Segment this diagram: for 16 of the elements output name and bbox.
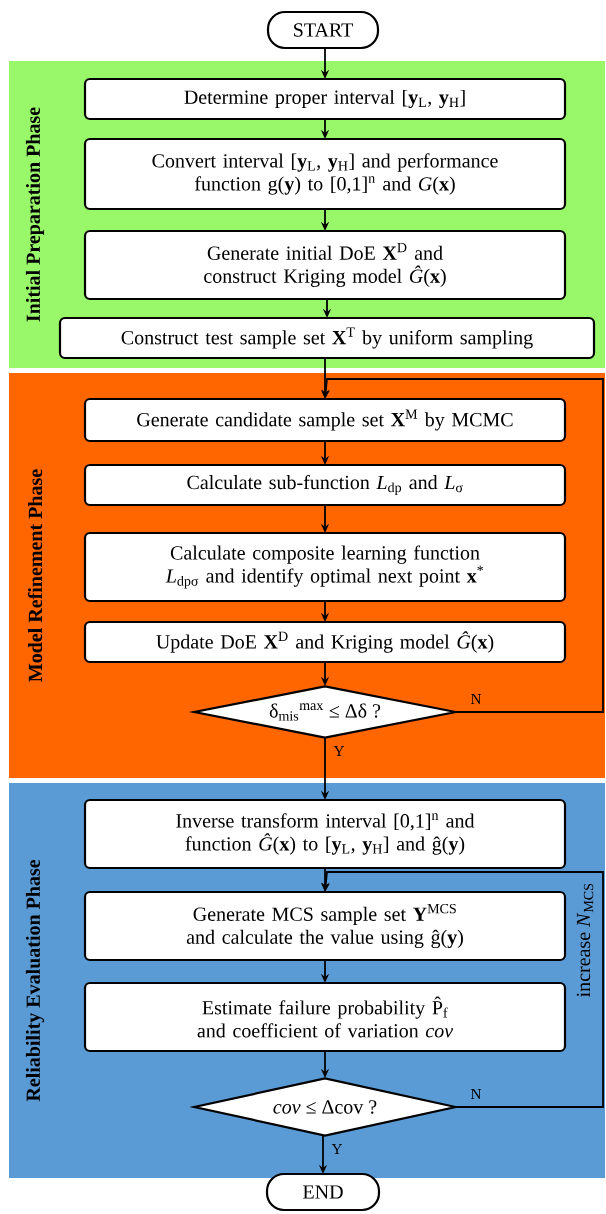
process-box: Generate MCS sample set Y$^{MCS}$ and calculate the value using ĝ(y) (83, 890, 567, 962)
edge-label: N (471, 694, 482, 704)
edge-label: Y (331, 1144, 343, 1154)
process-box: Determine proper interval [y$_{L}$, y$_{H}$] (83, 77, 567, 121)
process-box: Update DoE X$^{D}$ and Kriging model Ĝ(x) (83, 620, 567, 664)
process-box: Generate initial DoE X$^{D}$ and construct Kriging model Ĝ(x) (83, 229, 567, 301)
process-box: Generate candidate sample set X$^{M}$ by MCMC (83, 397, 567, 443)
process-box: Inverse transform interval [0,1]$^{n}$ and function Ĝ(x) to [y$_{L}$, y$_{H}$] and ĝ(y) (83, 798, 567, 870)
edge-label: N (471, 1089, 482, 1099)
process-box: Calculate composite learning function L$_{dpσ}$ and identify optimal next point x$^{*}$ (83, 531, 567, 603)
process-box: Convert interval [y$_{L}$, y$_{H}$] and performance function g(y) to [0,1]$^{n}$ and G(x) (83, 137, 567, 211)
edge-label: Y (333, 746, 345, 756)
process-box: Estimate failure probability P̂$_{f}$ and coefficient of variation cov (83, 981, 567, 1053)
process-box: Calculate sub-function L$_{dp}$ and L$_{σ}$ (83, 463, 567, 507)
process-box: Construct test sample set X$^{T}$ by uniform sampling (58, 316, 596, 360)
loop-label: increase N$_{MCS}$ (576, 883, 594, 997)
